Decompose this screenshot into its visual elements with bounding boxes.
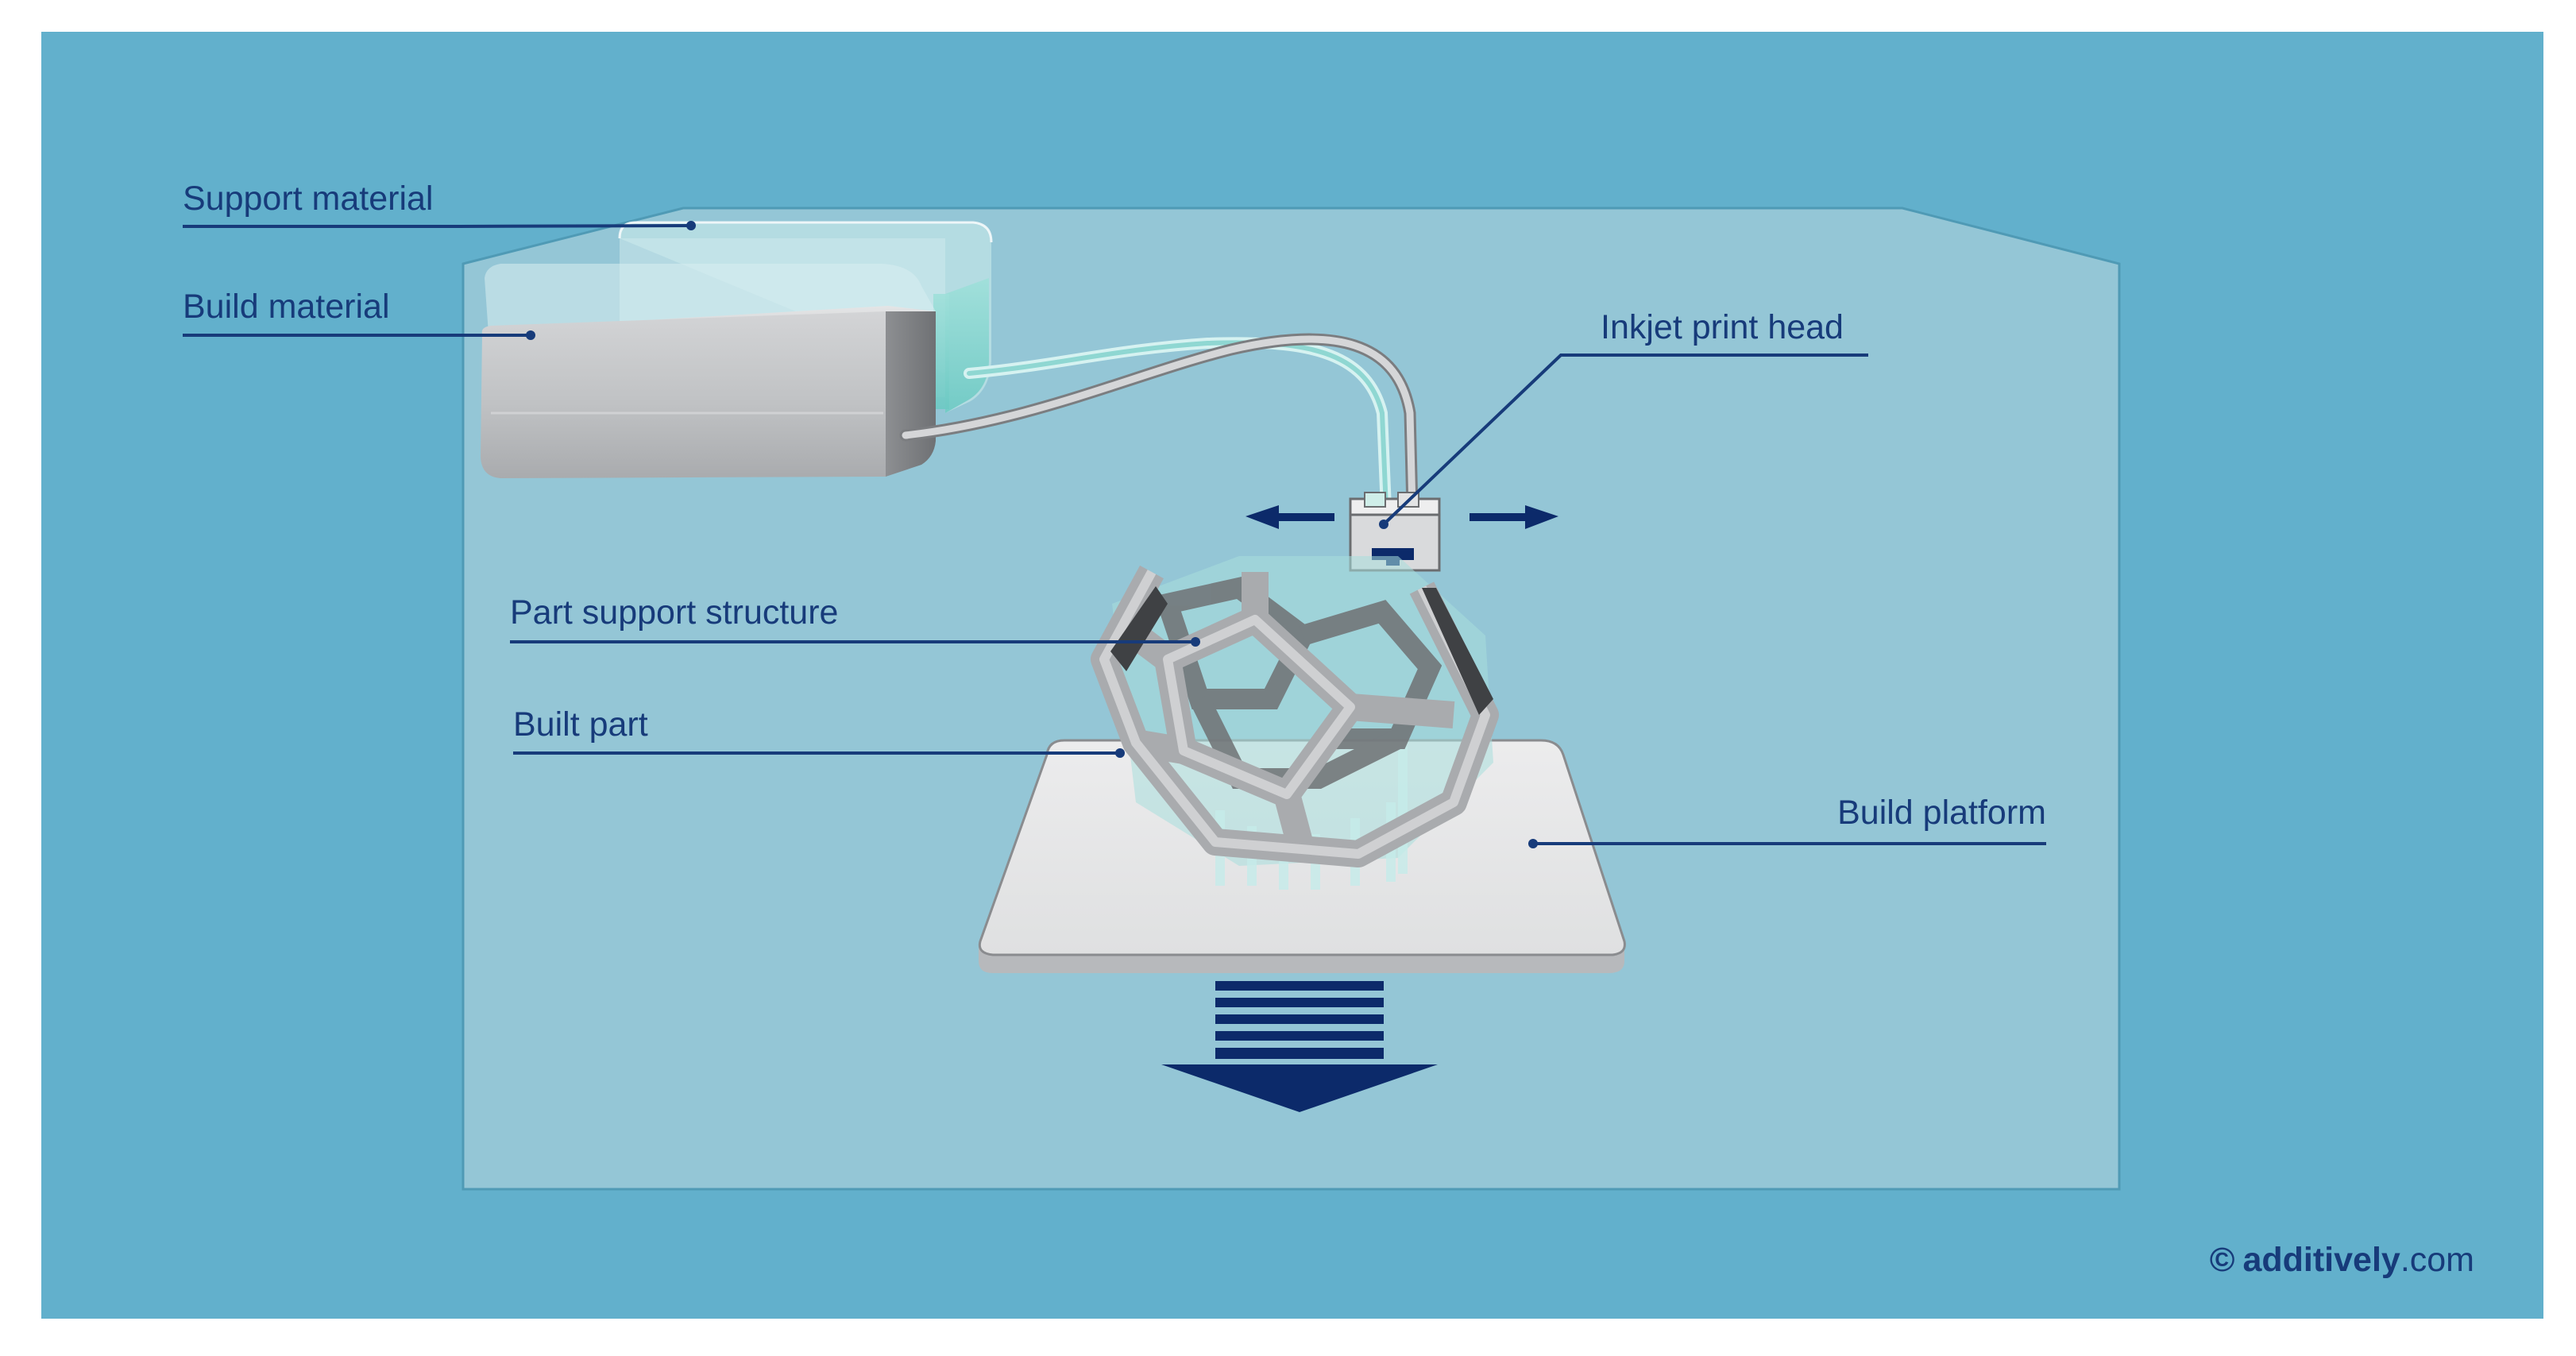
built-part bbox=[1091, 556, 1499, 890]
label-build-material: Build material bbox=[183, 288, 535, 340]
copyright-symbol: © bbox=[2210, 1241, 2235, 1279]
double-arrow-horizontal-icon bbox=[1246, 505, 1558, 529]
credit-brand: additively bbox=[2242, 1241, 2400, 1279]
label-inkjet-print-head: Inkjet print head bbox=[1379, 308, 1868, 529]
support-material-label: Support material bbox=[183, 180, 434, 218]
built-part-label: Built part bbox=[513, 705, 648, 744]
label-support-material: Support material bbox=[183, 180, 696, 230]
build-material-cartridge bbox=[481, 264, 936, 478]
credit: ©additively.com bbox=[2210, 1241, 2474, 1279]
build-platform-label: Build platform bbox=[1837, 794, 2046, 832]
credit-suffix: .com bbox=[2400, 1241, 2474, 1279]
label-built-part: Built part bbox=[513, 705, 1125, 758]
label-part-support-structure: Part support structure bbox=[510, 593, 1200, 647]
inkjet-print-head-label: Inkjet print head bbox=[1601, 308, 1844, 346]
label-build-platform: Build platform bbox=[1528, 794, 2046, 848]
build-material-label: Build material bbox=[183, 288, 390, 326]
arrow-down-icon bbox=[1161, 981, 1438, 1112]
part-support-structure-label: Part support structure bbox=[510, 593, 838, 632]
feed-tubes bbox=[899, 333, 1419, 515]
